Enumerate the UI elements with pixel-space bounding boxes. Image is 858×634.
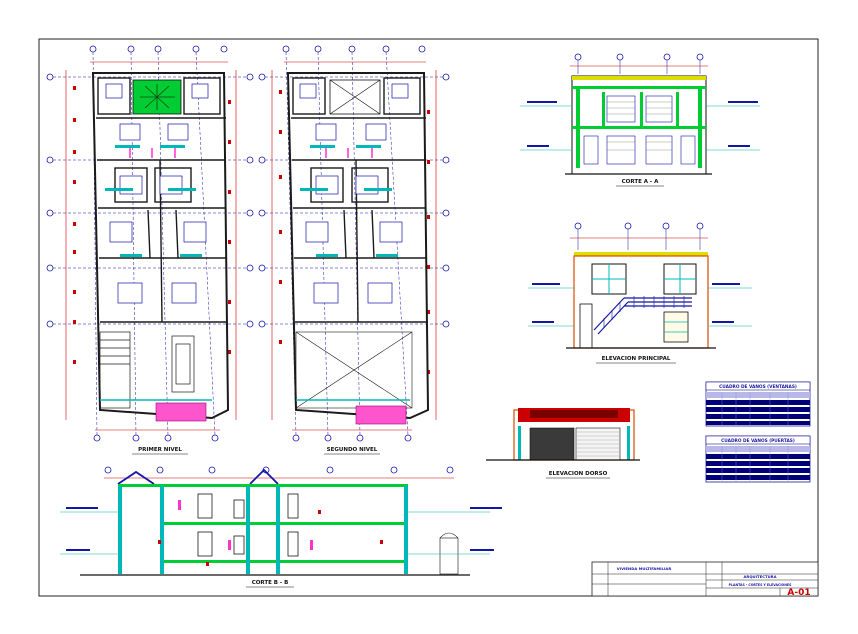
title-block: VIVIENDA MULTIFAMILIAR ARQUITECTURA PLAN… (591, 561, 819, 598)
section-aa: CORTE A - A (520, 53, 760, 187)
title-block-content: PLANTAS - CORTES Y ELEVACIONES (729, 583, 792, 587)
title-block-project: VIVIENDA MULTIFAMILIAR (617, 566, 672, 571)
plan1-title: PRIMER NIVEL (138, 447, 182, 453)
section-aa-title: CORTE A - A (622, 179, 659, 185)
elev-main-title: ELEVACION PRINCIPAL (602, 356, 671, 362)
window-schedule-table: CUADRO DE VANOS (VENTANAS) (705, 381, 811, 427)
plan2-title: SEGUNDO NIVEL (327, 447, 378, 453)
elevation-main: ELEVACION PRINCIPAL (528, 222, 752, 364)
door-schedule-table: CUADRO DE VANOS (PUERTAS) (705, 435, 811, 483)
elevation-back: ELEVACION DORSO (486, 408, 640, 479)
sheet-border (38, 38, 819, 597)
plan-primer-nivel: PRIMER NIVEL (46, 45, 254, 455)
section-bb-title: CORTE B - B (252, 580, 289, 586)
svg-text:CUADRO DE VANOS (VENTANAS): CUADRO DE VANOS (VENTANAS) (719, 384, 797, 390)
sheet-number: A-01 (787, 588, 810, 598)
plan-segundo-nivel: SEGUNDO NIVEL (258, 45, 450, 455)
section-bb: CORTE B - B (60, 466, 502, 588)
elev-back-title: ELEVACION DORSO (549, 471, 608, 477)
title-block-discipline: ARQUITECTURA (743, 574, 776, 579)
svg-text:CUADRO DE VANOS (PUERTAS): CUADRO DE VANOS (PUERTAS) (721, 438, 795, 444)
